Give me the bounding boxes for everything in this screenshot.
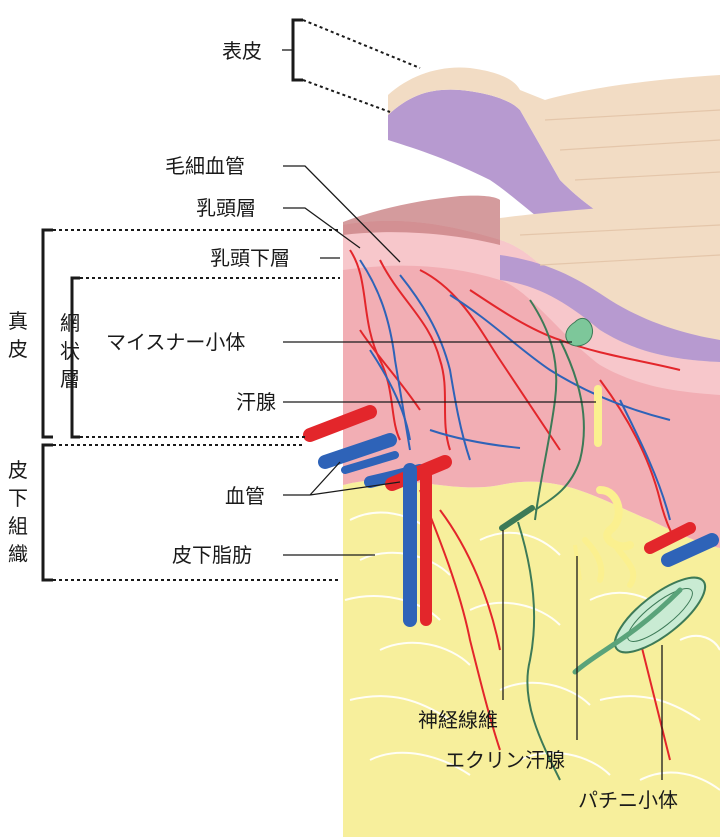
skin-illustration: [303, 67, 721, 837]
brackets: [41, 18, 421, 582]
label-subcutaneous-4: 織: [8, 542, 28, 566]
dermis-papillary-band: [343, 220, 720, 395]
labels: 表皮 毛細血管 乳頭層 乳頭下層 マイスナー小体 汗腺 血管 皮下脂肪 神経線維…: [8, 39, 678, 812]
leader-lines: [283, 165, 663, 780]
label-subcutaneous-1: 皮: [8, 458, 28, 482]
label-sweat-gland: 汗腺: [236, 390, 276, 414]
subcutaneous-fat-layer: [343, 480, 720, 837]
label-subpapillary-layer: 乳頭下層: [210, 246, 290, 270]
label-subcutaneous-fat: 皮下脂肪: [172, 543, 252, 567]
label-dermis-2: 皮: [8, 337, 28, 361]
label-reticular-2: 状: [60, 339, 80, 363]
epidermis-lower-block: [500, 200, 720, 362]
label-nerve-fiber: 神経線維: [418, 708, 498, 732]
veins: [359, 259, 671, 521]
nerve-fiber-segment: [499, 505, 535, 531]
label-reticular-3: 層: [60, 367, 80, 391]
label-eccrine-sweat-gland: エクリン汗腺: [445, 748, 565, 772]
label-reticular-1: 網: [60, 311, 80, 335]
label-epidermis: 表皮: [222, 39, 262, 63]
pacinian-corpuscle: [572, 576, 707, 675]
label-blood-vessel: 血管: [225, 484, 265, 508]
papillary-texture: [343, 195, 500, 245]
dermis-bracket: [41, 228, 53, 439]
label-pacinian-corpuscle: パチニ小体: [578, 788, 678, 812]
skin-surface-lines: [519, 109, 721, 266]
label-papillary-layer: 乳頭層: [196, 196, 256, 220]
label-capillary: 毛細血管: [165, 154, 245, 178]
sweat-glands: [573, 385, 637, 588]
epidermis-bracket: [291, 18, 303, 82]
meissner-corpuscle: [565, 317, 594, 347]
label-meissner-corpuscle: マイスナー小体: [106, 330, 245, 354]
label-dermis-1: 真: [8, 309, 28, 333]
label-subcutaneous-2: 下: [8, 486, 28, 510]
nerve-fibers: [517, 299, 585, 781]
subcutaneous-bracket: [41, 443, 53, 582]
arteries: [349, 249, 681, 761]
label-subcutaneous-3: 組: [8, 514, 28, 538]
reticular-bracket: [70, 276, 80, 439]
major-vessels: [303, 405, 719, 627]
epidermis-lower-purple: [500, 255, 720, 362]
